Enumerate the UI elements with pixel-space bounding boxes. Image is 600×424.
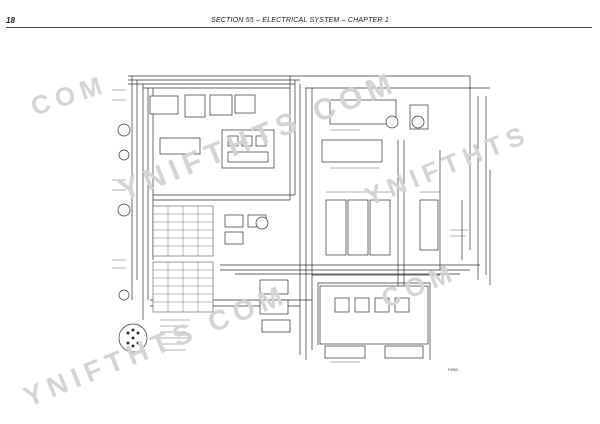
section-title: SECTION 55 – ELECTRICAL SYSTEM – CHAPTER… [211, 17, 389, 24]
page-header: 18 SECTION 55 – ELECTRICAL SYSTEM – CHAP… [0, 0, 600, 30]
figure-code: F8SD [448, 367, 459, 372]
header-rule [6, 27, 592, 28]
page-number: 18 [6, 16, 15, 25]
